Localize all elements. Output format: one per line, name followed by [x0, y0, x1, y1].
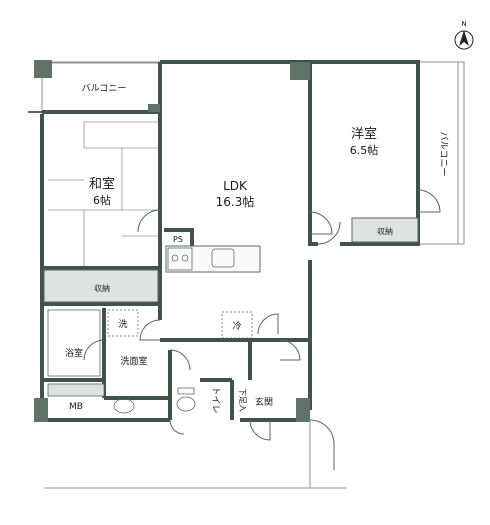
toilet-label: トイレ	[210, 386, 220, 413]
ldk-size: 16.3帖	[216, 194, 255, 209]
washer-label: 洗	[118, 318, 127, 330]
youshitsu-size: 6.5帖	[350, 144, 379, 157]
shoe-box-label: 下足入	[238, 388, 247, 412]
north-compass: N	[454, 20, 474, 50]
door-swings	[83, 189, 441, 470]
fixtures	[47, 309, 196, 414]
mb-label: MB	[69, 402, 83, 412]
tatami-mats	[48, 121, 160, 268]
storage-left	[43, 269, 159, 303]
storage-right	[351, 217, 419, 243]
columns	[34, 60, 310, 422]
kitchen-counter	[165, 245, 261, 273]
north-arrow-icon	[459, 30, 469, 46]
balcony-right-label: バルコニー	[438, 132, 449, 177]
entrance-label: 玄関	[255, 396, 273, 408]
ps-label: PS	[173, 235, 183, 244]
bath-label: 浴室	[65, 347, 83, 359]
storage-left-label: 収納	[94, 283, 110, 293]
balcony-right	[418, 61, 465, 245]
washroom-label: 洗面室	[120, 355, 147, 367]
balcony-top-label: バルコニー	[82, 83, 127, 94]
ldk-label: LDK	[223, 179, 248, 193]
storage-right-label: 収納	[377, 226, 393, 236]
youshitsu-label: 洋室	[351, 126, 377, 142]
washitsu-label: 和室	[89, 176, 115, 192]
washitsu-size: 6帖	[93, 194, 111, 207]
north-label: N	[461, 20, 466, 28]
fridge-label: 冷	[232, 320, 241, 332]
